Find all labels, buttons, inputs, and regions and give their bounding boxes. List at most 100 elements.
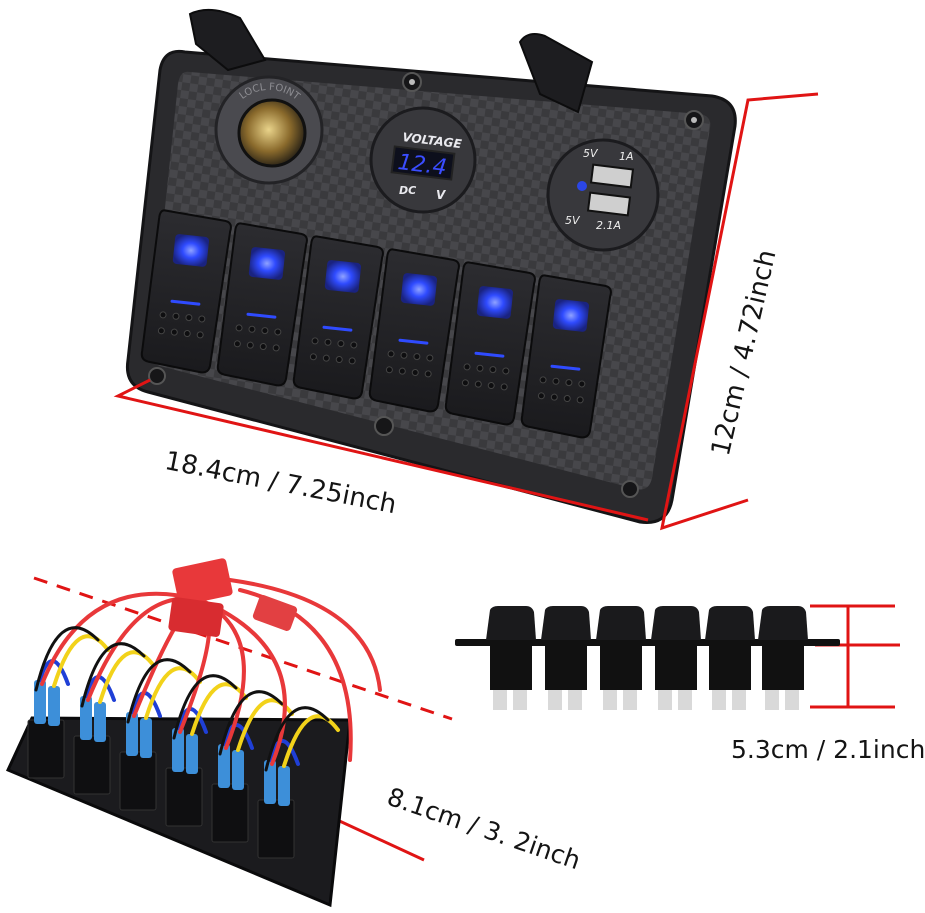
rocker-dot [248, 325, 256, 333]
rocker-dot [385, 366, 393, 374]
back-switch-body [257, 799, 295, 859]
product-illustration: LOCL FOINT VOLTAGE 12.4 DC V 5V 1A 5V 2.… [5, 8, 900, 908]
socket-bore [237, 98, 307, 168]
side-rocker-top [541, 606, 591, 640]
fuse-holder [172, 558, 233, 606]
side-switch-3 [596, 606, 646, 710]
rocker-switches [140, 209, 612, 439]
rocker-dot [413, 353, 421, 361]
rocker-dot [246, 341, 254, 349]
rocker-switch-4[interactable] [368, 248, 460, 413]
rocker-dot [170, 328, 178, 336]
usb-port-1-voltage: 5V [583, 147, 599, 160]
voltmeter-unit-v: V [436, 188, 447, 202]
rocker-dot [463, 363, 471, 371]
rocker-dot [489, 366, 497, 374]
fuse-holders [168, 558, 298, 637]
rocker-switch-3[interactable] [292, 235, 384, 400]
rocker-dot [185, 314, 193, 322]
screw-hole-center [409, 79, 415, 85]
thickness-dimension-label: 5.3cm / 2.1inch [731, 735, 925, 764]
side-terminal [603, 690, 617, 710]
usb-port-2-current: 2.1A [596, 219, 621, 232]
back-switch-2 [73, 696, 111, 795]
side-rocker-top [596, 606, 646, 640]
rocker-dot [411, 369, 419, 377]
side-switch-body [709, 646, 751, 690]
rocker-led-window [324, 260, 362, 293]
back-switch-5 [211, 744, 249, 843]
rocker-dot [259, 343, 267, 351]
blue-connector [94, 702, 106, 742]
back-switch-body [119, 751, 157, 811]
wire [52, 634, 110, 688]
back-switch-body [165, 767, 203, 827]
voltmeter-display [390, 145, 456, 181]
blue-connector [140, 718, 152, 758]
wire [40, 591, 202, 686]
side-terminal [493, 690, 507, 710]
side-rocker-top [651, 606, 701, 640]
back-switch-body [27, 719, 65, 779]
side-terminal [658, 690, 672, 710]
side-panel-plate [455, 639, 840, 646]
rocker-dot [550, 393, 558, 401]
wire [190, 682, 248, 736]
side-rocker-top [486, 606, 536, 640]
rocker-dot [324, 338, 332, 346]
wire [228, 578, 382, 692]
wire [198, 598, 287, 766]
rocker-switch-6[interactable] [520, 274, 612, 439]
rocker-led-bar [246, 312, 277, 319]
rocker-switch-5[interactable] [444, 261, 536, 426]
rocker-dot [537, 392, 545, 400]
side-switch-body [600, 646, 642, 690]
rocker-dot [502, 367, 510, 375]
wire [218, 690, 284, 756]
screw-hole [621, 480, 639, 498]
rocker-dot [426, 354, 434, 362]
rocker-dot [539, 376, 547, 384]
wire [144, 666, 202, 720]
rocker-led-window [172, 234, 210, 267]
usb-charger: 5V 1A 5V 2.1A [518, 33, 660, 252]
back-switch-body [211, 783, 249, 843]
front-panel: LOCL FOINT VOLTAGE 12.4 DC V 5V 1A 5V 2.… [125, 8, 737, 525]
rocker-dot [565, 379, 573, 387]
voltmeter-reading: 12.4 [396, 150, 448, 181]
side-switch-1 [486, 606, 536, 710]
fuse-holder [168, 597, 224, 637]
cigarette-lighter-socket[interactable]: LOCL FOINT [188, 8, 324, 185]
side-terminal [548, 690, 562, 710]
rocker-dot [500, 383, 508, 391]
wire [98, 650, 156, 704]
rocker-dot [576, 396, 584, 404]
rocker-led-bar [550, 364, 581, 371]
side-switch-body [545, 646, 587, 690]
screw-hole [148, 367, 166, 385]
rocker-led-bar [398, 338, 429, 345]
rocker-dot [337, 340, 345, 348]
fuse-holder [252, 595, 298, 631]
usb-indicator-led [577, 181, 587, 191]
usb-port-2[interactable] [586, 191, 632, 217]
rocker-dot [461, 379, 469, 387]
side-terminal [765, 690, 779, 710]
rocker-dot [476, 364, 484, 372]
rocker-dot [311, 337, 319, 345]
side-terminal [513, 690, 527, 710]
wire [34, 626, 100, 692]
rocker-switch-2[interactable] [216, 222, 308, 387]
product-dimension-image: LOCL FOINT VOLTAGE 12.4 DC V 5V 1A 5V 2.… [5, 8, 925, 908]
voltmeter: VOLTAGE 12.4 DC V [369, 106, 477, 214]
socket-cap [188, 8, 267, 72]
side-switch-5 [705, 606, 755, 710]
rocker-switch-1[interactable] [140, 209, 232, 374]
usb-port-1[interactable] [589, 163, 635, 189]
back-switch-6 [257, 760, 295, 859]
wire [282, 714, 340, 768]
side-terminal [732, 690, 746, 710]
rocker-dot [322, 354, 330, 362]
rocker-dot [172, 312, 180, 320]
side-profile-view [455, 606, 840, 710]
